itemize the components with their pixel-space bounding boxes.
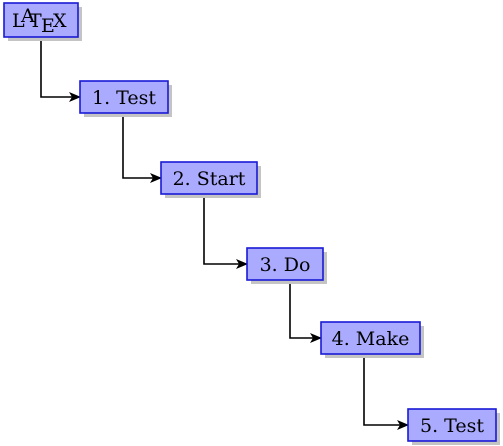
node-label: 4. Make (332, 328, 410, 350)
latex-logo-glyph: E (41, 15, 55, 37)
node-step-1: 1. Test (79, 80, 172, 117)
connector-arrow-5 (363, 354, 409, 430)
node-step-3: 3. Do (246, 247, 327, 284)
latex-logo-glyph: X (53, 10, 67, 32)
connector-arrow-1 (40, 37, 81, 102)
latex-logo-glyph: T (29, 10, 42, 32)
node-label: 2. Start (173, 168, 246, 190)
node-step-5: 5. Test (407, 408, 500, 445)
node-box (246, 247, 324, 281)
node-label: 3. Do (260, 254, 311, 276)
connector-arrow-4 (289, 280, 322, 343)
node-box (407, 408, 497, 442)
node-step-2: 2. Start (160, 161, 261, 198)
node-label: 1. Test (92, 87, 156, 109)
latex-logo-glyph: L (12, 10, 25, 32)
node-step-4: 4. Make (320, 321, 424, 358)
node-box (79, 80, 169, 114)
latex-logo-glyph: A (20, 5, 35, 27)
node-box (3, 2, 79, 38)
node-box (160, 161, 258, 195)
connector-arrow-3 (203, 194, 248, 269)
node-label: 5. Test (420, 415, 484, 437)
node-box (320, 321, 421, 355)
edges-layer (40, 37, 409, 430)
connector-arrow-2 (122, 113, 162, 183)
